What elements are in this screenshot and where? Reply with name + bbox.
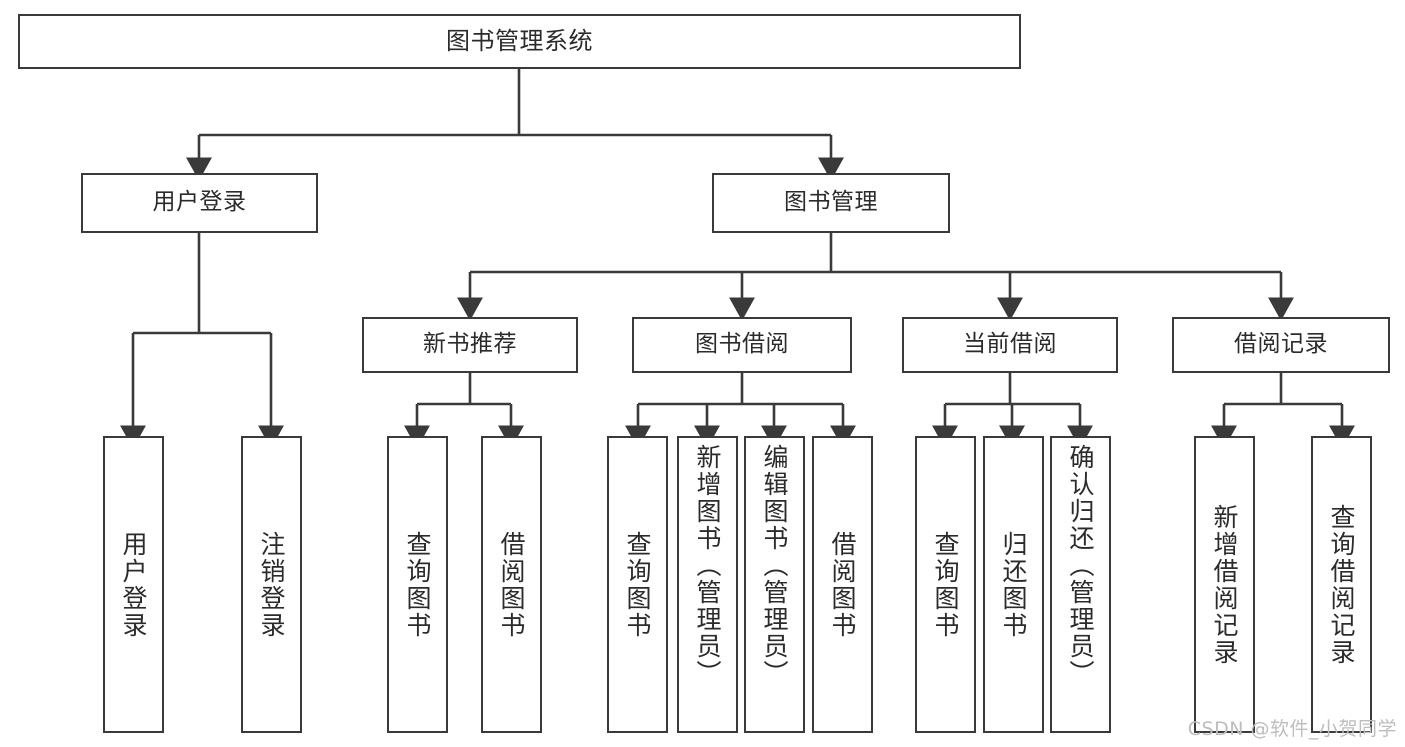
node-label: 归还图书 — [999, 530, 1028, 639]
leaf-user-login-logout[interactable]: 注销登录 — [241, 436, 302, 733]
node-new-book-recommend[interactable]: 新书推荐 — [362, 317, 578, 373]
node-label: 编辑图书（管理员） — [760, 444, 789, 687]
node-root-system[interactable]: 图书管理系统 — [18, 14, 1021, 69]
node-label: 借阅记录 — [1234, 331, 1328, 358]
watermark-text: CSDN @软件_小贺同学 — [1187, 718, 1397, 740]
node-label: 借阅图书 — [828, 530, 857, 639]
leaf-book-borrow-query-book[interactable]: 查询图书 — [607, 436, 668, 733]
node-label: 注销登录 — [257, 530, 286, 639]
node-label: 图书管理 — [784, 189, 878, 216]
node-user-login[interactable]: 用户登录 — [81, 173, 318, 233]
node-label: 新增借阅记录 — [1210, 503, 1239, 666]
leaf-current-borrow-query-book[interactable]: 查询图书 — [915, 436, 976, 733]
node-label: 用户登录 — [152, 189, 247, 216]
leaf-book-borrow-borrow-book[interactable]: 借阅图书 — [812, 436, 873, 733]
leaf-new-book-borrow-book[interactable]: 借阅图书 — [481, 436, 542, 733]
node-book-management[interactable]: 图书管理 — [712, 173, 950, 233]
node-label: 图书借阅 — [695, 331, 789, 358]
leaf-book-borrow-add-book-admin[interactable]: 新增图书（管理员） — [677, 436, 738, 733]
node-label: 确认归还（管理员） — [1066, 444, 1095, 687]
node-label: 图书管理系统 — [446, 27, 593, 56]
node-borrow-record[interactable]: 借阅记录 — [1172, 317, 1390, 373]
node-label: 新书推荐 — [423, 331, 517, 358]
leaf-borrow-record-query-record[interactable]: 查询借阅记录 — [1311, 436, 1372, 733]
leaf-borrow-record-add-record[interactable]: 新增借阅记录 — [1194, 436, 1255, 733]
node-current-borrow[interactable]: 当前借阅 — [902, 317, 1118, 373]
node-book-borrow[interactable]: 图书借阅 — [632, 317, 852, 373]
node-label: 查询借阅记录 — [1327, 503, 1356, 666]
node-label: 查询图书 — [403, 530, 432, 639]
node-label: 借阅图书 — [497, 530, 526, 639]
node-label: 用户登录 — [119, 530, 148, 639]
node-label: 查询图书 — [931, 530, 960, 639]
node-label: 当前借阅 — [963, 331, 1057, 358]
leaf-current-borrow-return-book[interactable]: 归还图书 — [983, 436, 1044, 733]
leaf-book-borrow-edit-book-admin[interactable]: 编辑图书（管理员） — [744, 436, 805, 733]
node-label: 查询图书 — [623, 530, 652, 639]
leaf-current-borrow-confirm-return-admin[interactable]: 确认归还（管理员） — [1050, 436, 1111, 733]
leaf-new-book-query-book[interactable]: 查询图书 — [387, 436, 448, 733]
leaf-user-login-login[interactable]: 用户登录 — [103, 436, 164, 733]
node-label: 新增图书（管理员） — [693, 444, 722, 687]
